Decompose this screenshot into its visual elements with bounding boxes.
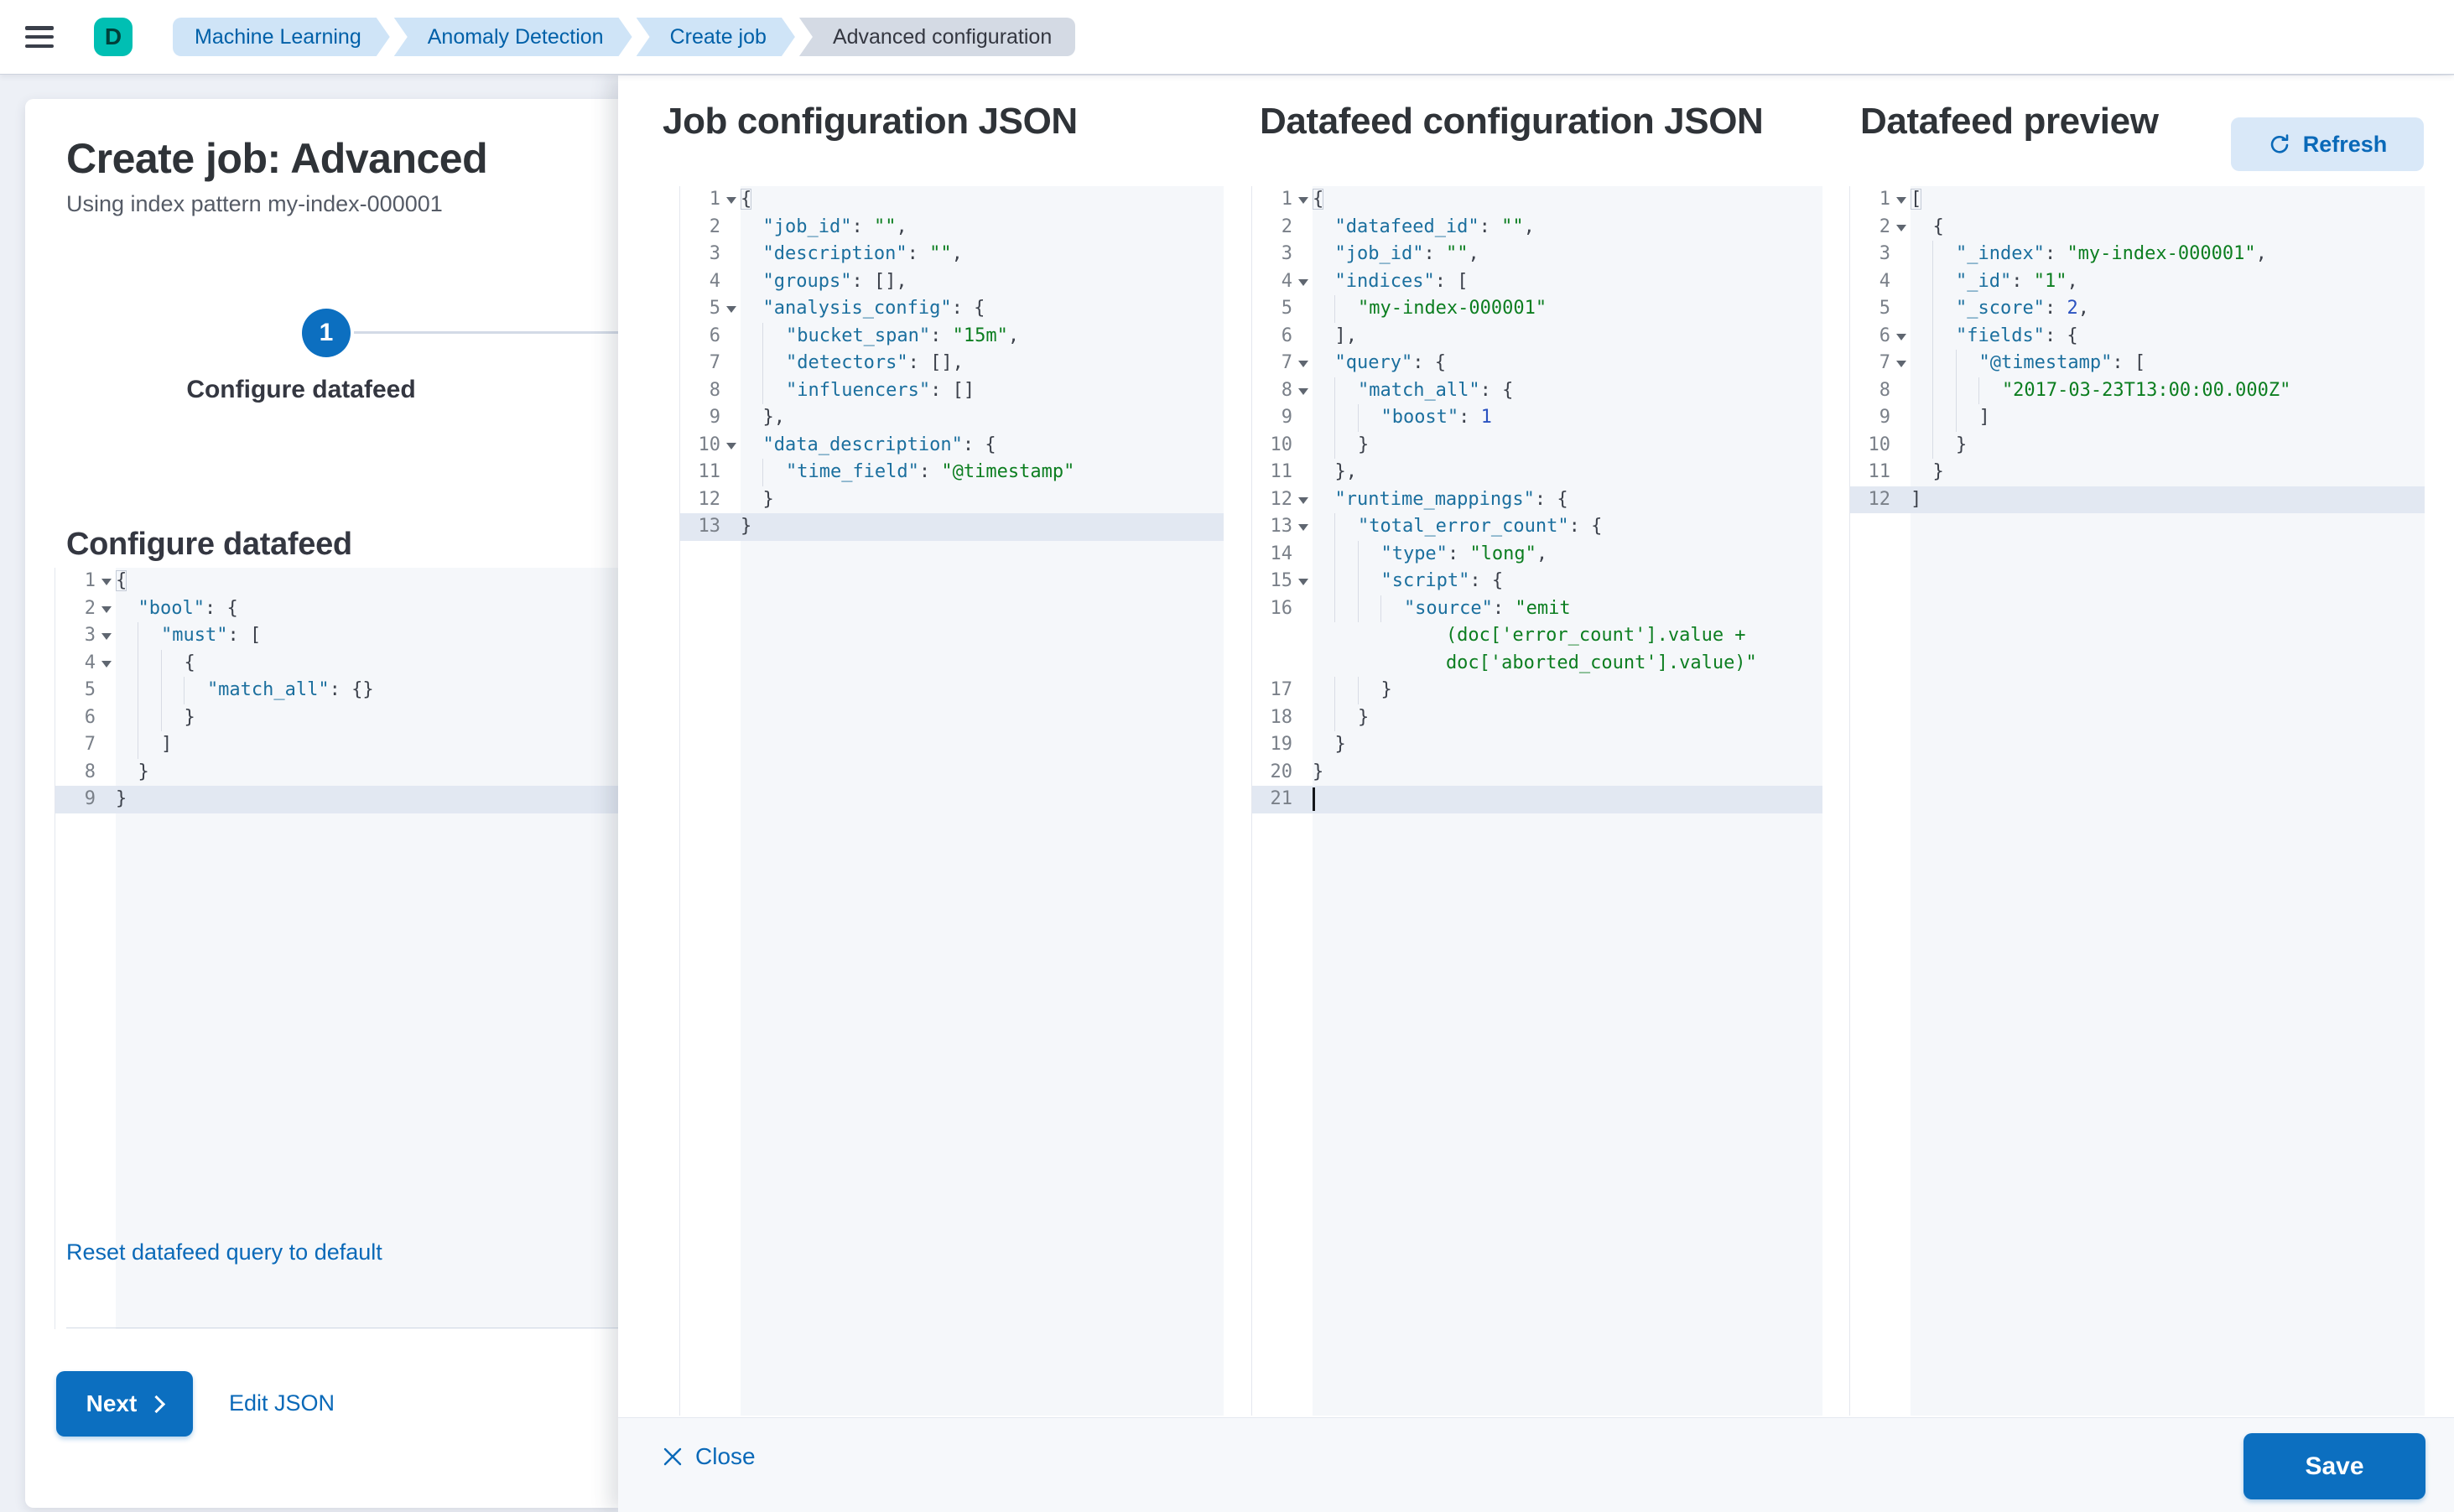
step-1-label: Configure datafeed bbox=[186, 376, 416, 403]
refresh-icon bbox=[2270, 134, 2289, 153]
close-icon bbox=[663, 1447, 682, 1466]
next-button-label: Next bbox=[86, 1390, 138, 1416]
menu-hamburger-icon[interactable] bbox=[25, 26, 54, 48]
refresh-button[interactable]: Refresh bbox=[2231, 117, 2424, 171]
reset-datafeed-query-link[interactable]: Reset datafeed query to default bbox=[66, 1239, 382, 1265]
breadcrumb-advanced-configuration: Advanced configuration bbox=[798, 18, 1076, 56]
close-button[interactable]: Close bbox=[662, 1443, 756, 1470]
refresh-button-label: Refresh bbox=[2302, 131, 2388, 157]
top-header-bar: D Machine Learning Anomaly Detection Cre… bbox=[0, 0, 2454, 75]
breadcrumb-anomaly-detection[interactable]: Anomaly Detection bbox=[394, 18, 632, 56]
flyout-footer: Close Save bbox=[618, 1417, 2454, 1512]
step-1-indicator[interactable]: 1 bbox=[302, 309, 351, 357]
step-connector-line bbox=[354, 331, 618, 334]
job-editor-code[interactable]: {"job_id": "","description": "","groups"… bbox=[741, 186, 1224, 1416]
index-pattern-subtitle: Using index pattern my-index-000001 bbox=[66, 191, 443, 216]
breadcrumb-machine-learning[interactable]: Machine Learning bbox=[173, 18, 390, 56]
save-button[interactable]: Save bbox=[2243, 1433, 2425, 1499]
chevron-right-icon bbox=[148, 1395, 166, 1414]
job-configuration-title: Job configuration JSON bbox=[663, 101, 1078, 142]
close-button-label: Close bbox=[695, 1443, 756, 1469]
configure-datafeed-heading: Configure datafeed bbox=[66, 527, 352, 562]
next-button[interactable]: Next bbox=[56, 1371, 193, 1437]
breadcrumb: Machine Learning Anomaly Detection Creat… bbox=[173, 18, 1079, 56]
page-title: Create job: Advanced bbox=[66, 135, 488, 182]
query-editor-code[interactable]: {"bool": {"must": [{"match_all": {}}]}} bbox=[116, 568, 619, 1329]
edit-json-link[interactable]: Edit JSON bbox=[229, 1390, 335, 1416]
datafeed-editor-code[interactable]: {"datafeed_id": "","job_id": "","indices… bbox=[1313, 186, 1822, 1416]
datafeed-preview-title: Datafeed preview bbox=[1860, 101, 2159, 142]
preview-editor-code: [{"_index": "my-index-000001","_id": "1"… bbox=[1911, 186, 2425, 1416]
space-avatar[interactable]: D bbox=[94, 18, 133, 56]
datafeed-configuration-title: Datafeed configuration JSON bbox=[1260, 101, 1764, 142]
breadcrumb-create-job[interactable]: Create job bbox=[637, 18, 795, 56]
create-job-panel: Create job: Advanced Using index pattern… bbox=[25, 99, 619, 1508]
